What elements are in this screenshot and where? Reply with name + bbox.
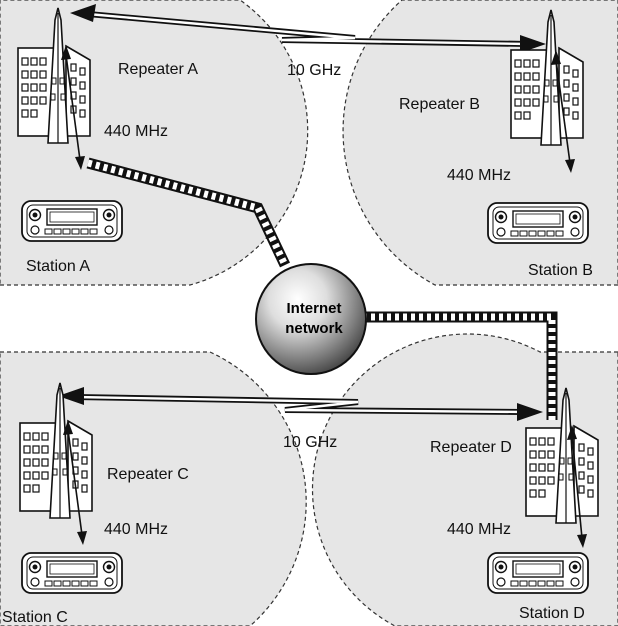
repeater-d-label: Repeater D bbox=[430, 439, 512, 456]
station-a-label: Station A bbox=[26, 258, 90, 275]
arrowhead-left-icon bbox=[58, 387, 84, 405]
internet-network-node: Internet network bbox=[255, 263, 367, 375]
freq-link-top-label: 10 GHz bbox=[287, 62, 341, 79]
uhf-link-d bbox=[567, 425, 587, 548]
station-d-label: Station D bbox=[519, 605, 585, 622]
coverage-zone-a bbox=[0, 0, 309, 286]
station-b-radio-icon bbox=[487, 202, 589, 244]
freq-uhf-c-label: 440 MHz bbox=[104, 521, 168, 538]
freq-uhf-d-label: 440 MHz bbox=[447, 521, 511, 538]
freq-uhf-b-label: 440 MHz bbox=[447, 167, 511, 184]
internet-label-line2: network bbox=[285, 320, 343, 337]
internet-cable-a bbox=[86, 157, 290, 268]
microwave-link-bottom bbox=[58, 387, 543, 421]
internet-cable-d bbox=[363, 311, 558, 420]
arrowhead-right-icon bbox=[517, 403, 543, 421]
repeater-c-label: Repeater C bbox=[107, 466, 189, 483]
station-d-radio-icon bbox=[487, 552, 589, 594]
freq-link-bottom-label: 10 GHz bbox=[283, 434, 337, 451]
arrowhead-right-icon bbox=[520, 35, 546, 53]
microwave-link-top bbox=[70, 4, 546, 53]
uhf-link-c bbox=[63, 420, 87, 545]
station-c-radio-icon bbox=[21, 552, 123, 594]
station-a-radio-icon bbox=[21, 200, 123, 242]
uhf-link-b bbox=[551, 50, 575, 173]
arrowhead-left-icon bbox=[70, 4, 96, 22]
uhf-link-a bbox=[61, 45, 85, 170]
station-b-label: Station B bbox=[528, 262, 593, 279]
repeater-b-label: Repeater B bbox=[399, 96, 480, 113]
repeater-a-label: Repeater A bbox=[118, 61, 198, 78]
station-c-label: Station C bbox=[2, 609, 68, 626]
freq-uhf-a-label: 440 MHz bbox=[104, 123, 168, 140]
internet-label-line1: Internet bbox=[286, 300, 341, 317]
